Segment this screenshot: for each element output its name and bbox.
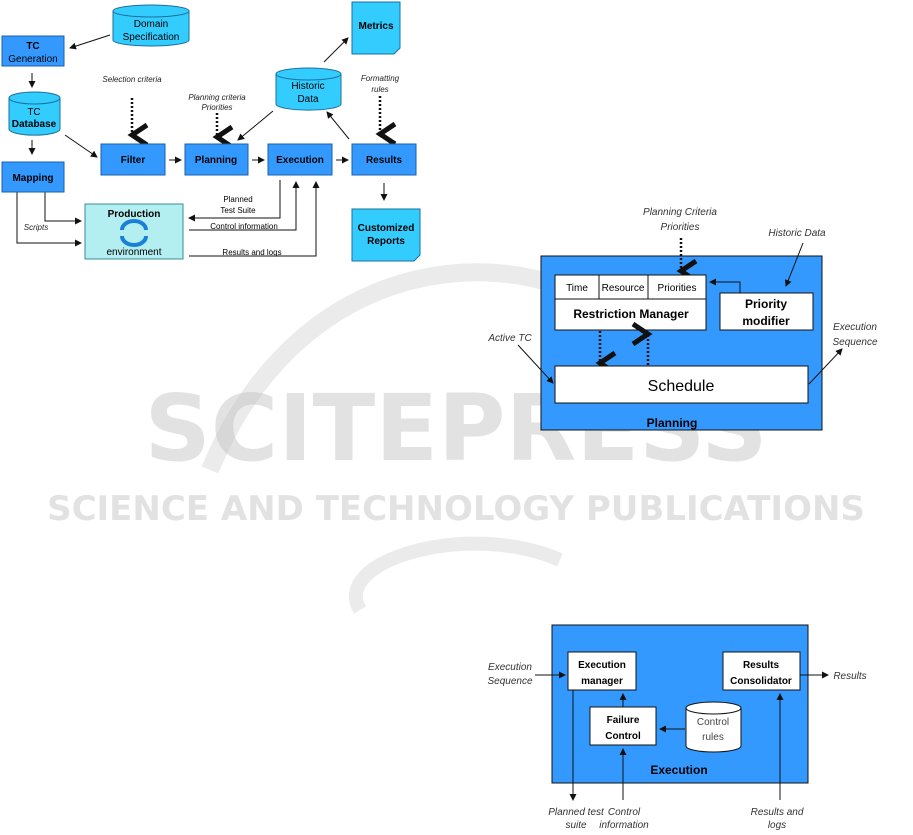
svg-text:Control: Control: [697, 717, 729, 728]
svg-text:modifier: modifier: [742, 314, 790, 328]
execution-box: Execution: [267, 143, 333, 176]
execution-detail-diagram: Execution manager Results Consolidator F…: [487, 624, 867, 831]
svg-text:Historic: Historic: [291, 81, 324, 92]
svg-text:TC: TC: [27, 107, 40, 118]
svg-text:Planning: Planning: [195, 155, 237, 166]
svg-text:logs: logs: [768, 820, 786, 831]
svg-text:Execution: Execution: [276, 155, 324, 166]
scripts-label: Scripts: [24, 223, 48, 232]
planning-detail-diagram: Planning Criteria Priorities Historic Da…: [487, 207, 878, 431]
cycle-icon: [120, 219, 148, 247]
svg-text:suite: suite: [565, 820, 587, 831]
svg-text:Sequence: Sequence: [832, 337, 877, 348]
rules-label: rules: [371, 85, 388, 94]
svg-text:Mapping: Mapping: [12, 173, 53, 184]
svg-text:Execution: Execution: [578, 660, 626, 671]
results-consolidator: Results Consolidator: [722, 651, 801, 691]
results-and-logs-label: Results and: [751, 807, 804, 818]
svg-text:Failure: Failure: [607, 715, 640, 726]
svg-text:Production: Production: [108, 209, 161, 220]
execution-sequence-label: Execution: [833, 322, 877, 333]
formatting-label: Formatting: [361, 74, 400, 83]
planning-title: Planning: [647, 416, 698, 430]
planned-label: Planned: [223, 195, 252, 204]
results-label: Results: [833, 671, 866, 682]
mapping-box: Mapping: [1, 161, 65, 193]
svg-text:Reports: Reports: [367, 236, 405, 247]
planned-test-suite-label: Planned test: [548, 807, 605, 818]
svg-text:information: information: [599, 820, 649, 831]
overview-diagram: Domain Specification TC Generation TC Da…: [1, 1, 421, 262]
control-information-label: Control: [608, 807, 641, 818]
control-rules-store: Control rules: [685, 701, 742, 753]
results-and-logs-label: Results and logs: [222, 248, 281, 257]
svg-text:Specification: Specification: [123, 32, 180, 43]
svg-text:Metrics: Metrics: [358, 21, 393, 32]
svg-text:Customized: Customized: [358, 223, 415, 234]
priorities-label: Priorities: [661, 222, 700, 233]
svg-text:TC: TC: [26, 41, 39, 52]
planning-box: Planning: [184, 143, 249, 176]
execution-title: Execution: [650, 763, 707, 777]
svg-text:Consolidator: Consolidator: [730, 676, 792, 687]
execution-sequence-label: Execution: [488, 662, 532, 673]
execution-manager: Execution manager: [567, 651, 637, 691]
restriction-manager: Time Resource Priorities Restriction Man…: [554, 274, 707, 331]
priorities-label: Priorities: [201, 103, 232, 112]
svg-text:Results: Results: [743, 660, 780, 671]
priorities-column: Priorities: [658, 283, 697, 294]
production-environment: Production environment: [84, 203, 184, 260]
tc-database-store: TC Database: [8, 91, 61, 136]
priority-modifier: Priority modifier: [719, 292, 814, 331]
time-column: Time: [566, 283, 588, 294]
customized-reports-document: Customized Reports: [351, 208, 421, 262]
control-information-label: Control information: [210, 222, 278, 231]
svg-text:Filter: Filter: [121, 155, 146, 166]
svg-text:rules: rules: [702, 732, 724, 743]
selection-criteria-label: Selection criteria: [102, 75, 162, 84]
svg-text:Restriction Manager: Restriction Manager: [573, 307, 689, 321]
failure-control: Failure Control: [589, 706, 657, 746]
svg-text:Domain: Domain: [134, 19, 168, 30]
svg-text:Data: Data: [297, 94, 319, 105]
results-box: Results: [351, 143, 417, 176]
svg-text:manager: manager: [581, 676, 623, 687]
svg-text:Priority: Priority: [745, 297, 787, 311]
tc-generation-box: TC Generation: [1, 35, 65, 67]
historic-data-label: Historic Data: [768, 228, 826, 239]
schedule: Schedule: [554, 365, 809, 404]
historic-data-store: Historic Data: [275, 67, 342, 111]
active-tc-label: Active TC: [487, 333, 532, 344]
domain-specification-store: Domain Specification: [112, 4, 190, 47]
watermark-subtitle: SCIENCE AND TECHNOLOGY PUBLICATIONS: [47, 489, 865, 529]
svg-text:Database: Database: [12, 119, 57, 130]
planning-criteria-label: Planning criteria: [188, 93, 246, 102]
svg-text:Control: Control: [605, 731, 641, 742]
svg-text:Results: Results: [366, 155, 403, 166]
svg-text:environment: environment: [106, 247, 161, 258]
test-suite-label: Test Suite: [220, 206, 256, 215]
resource-column: Resource: [602, 283, 645, 294]
planning-criteria-label: Planning Criteria: [643, 207, 717, 218]
svg-text:Sequence: Sequence: [487, 676, 532, 687]
metrics-document: Metrics: [351, 1, 401, 55]
svg-text:Schedule: Schedule: [648, 378, 715, 395]
filter-box: Filter: [100, 143, 166, 176]
svg-text:Generation: Generation: [8, 54, 57, 65]
